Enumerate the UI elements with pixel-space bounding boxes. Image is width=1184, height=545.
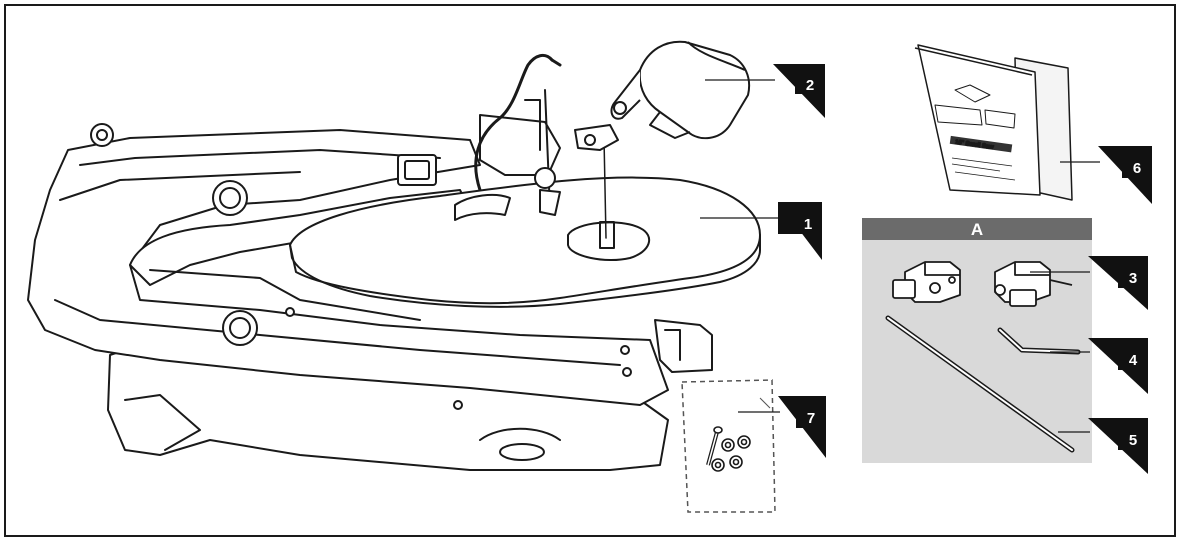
blade-clamps	[892, 261, 1073, 307]
leader-lines	[700, 79, 1100, 433]
operator-manual: 16" Scroll Saw	[914, 44, 1073, 201]
accessory-panel-bg	[862, 218, 1092, 463]
callout-label-7: 7	[807, 410, 815, 427]
washers-and-nuts	[711, 435, 751, 472]
callout-label-6: 6	[1133, 160, 1141, 177]
blade-guard	[610, 40, 750, 140]
accessory-panel: A	[862, 218, 1092, 463]
callout-3: 3	[1088, 256, 1148, 310]
callout-label-3: 3	[1129, 270, 1137, 287]
callout-2: 2	[773, 64, 825, 118]
callout-label-1: 1	[804, 216, 812, 233]
callouts: 1 2 3 4 5 6 7	[773, 64, 1152, 474]
callout-5: 5	[1088, 418, 1148, 474]
hardware-bag	[681, 379, 776, 513]
accessory-panel-header	[862, 218, 1092, 240]
callout-1: 1	[778, 202, 822, 260]
callout-6: 6	[1098, 146, 1152, 204]
bolt	[706, 426, 723, 466]
callout-label-5: 5	[1129, 432, 1137, 449]
callout-4: 4	[1088, 338, 1148, 394]
scroll-saw	[27, 53, 761, 471]
callout-label-2: 2	[806, 77, 814, 94]
tension-rod	[885, 315, 1075, 453]
callout-label-4: 4	[1129, 352, 1138, 369]
callout-7: 7	[778, 396, 826, 458]
accessory-panel-title: A	[971, 220, 983, 239]
